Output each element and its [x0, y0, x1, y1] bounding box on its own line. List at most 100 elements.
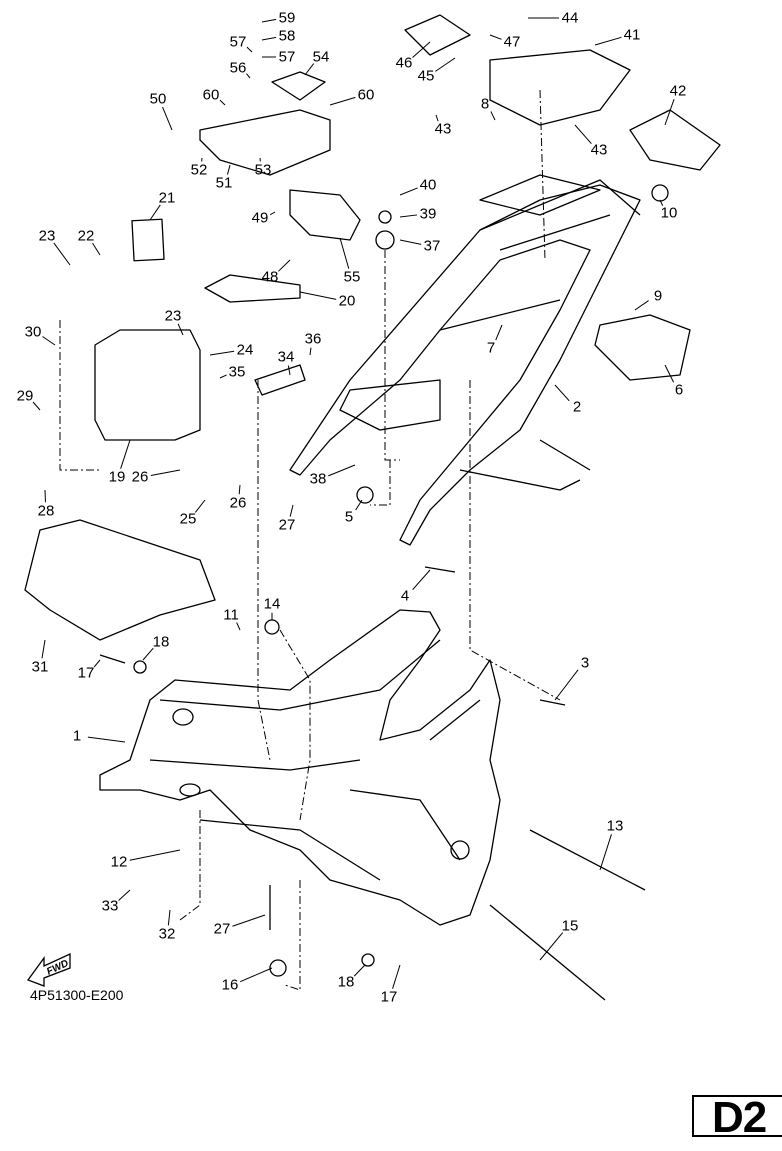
callout-38: 38 [309, 470, 327, 488]
leader-line-23 [53, 242, 71, 266]
leader-line-50 [162, 106, 173, 131]
callout-6: 6 [674, 381, 684, 399]
leader-line-39 [399, 214, 418, 218]
leader-line-19 [120, 439, 131, 469]
callout-7: 7 [486, 339, 496, 357]
leader-line-35 [219, 374, 227, 379]
rear-frame [289, 184, 641, 546]
leader-line-58 [261, 36, 277, 41]
drawing-code: 4P51300-E200 [30, 987, 124, 1003]
bolt-4 [424, 566, 456, 573]
callout-11: 11 [223, 606, 239, 624]
callout-18: 18 [337, 973, 355, 991]
callout-37: 37 [423, 237, 441, 255]
callout-28: 28 [37, 502, 55, 520]
fwd-arrow-icon: FWD [26, 952, 71, 987]
leader-line-47 [489, 34, 502, 40]
callout-23: 23 [38, 227, 56, 245]
callout-18: 18 [152, 633, 170, 651]
leader-line-4 [412, 569, 431, 590]
callout-53: 53 [254, 161, 272, 179]
leader-line-18 [142, 647, 154, 661]
callout-40: 40 [419, 176, 437, 194]
leader-line-56 [246, 73, 251, 79]
callout-52: 52 [190, 161, 208, 179]
callout-21: 21 [158, 189, 176, 207]
cover-31 [24, 519, 216, 641]
bracket-53 [199, 109, 331, 176]
tray-41 [489, 49, 631, 126]
seat-rail-cover-42 [629, 109, 721, 171]
callout-4: 4 [400, 587, 410, 605]
callout-29: 29 [16, 387, 34, 405]
callout-17: 17 [380, 988, 398, 1006]
leader-line-7 [495, 324, 503, 341]
callout-8: 8 [480, 95, 490, 113]
callout-3: 3 [580, 654, 590, 672]
callout-60: 60 [202, 86, 220, 104]
callout-9: 9 [653, 287, 663, 305]
callout-46: 46 [395, 54, 413, 72]
leader-line-27 [232, 914, 266, 927]
leader-line-10 [659, 199, 664, 206]
leader-line-32 [167, 909, 171, 926]
leader-line-18 [353, 964, 366, 977]
callout-54: 54 [312, 48, 330, 66]
bolt-13 [529, 829, 646, 891]
pad-20 [204, 274, 301, 303]
callout-12: 12 [110, 853, 128, 871]
callout-1: 1 [72, 727, 82, 745]
pad-55 [289, 189, 361, 241]
callout-51: 51 [215, 174, 233, 192]
bolt-3 [539, 699, 566, 706]
callout-44: 44 [561, 9, 579, 27]
callout-34: 34 [277, 348, 295, 366]
page-label: D2 [712, 1093, 767, 1142]
callout-55: 55 [343, 268, 361, 286]
leader-line-49 [269, 211, 276, 216]
leader-line-57 [246, 46, 253, 53]
leader-line-22 [92, 242, 101, 256]
leader-line-45 [435, 57, 456, 72]
callout-19: 19 [108, 468, 126, 486]
leader-line-33 [118, 889, 131, 901]
callout-5: 5 [344, 508, 354, 526]
callout-39: 39 [419, 205, 437, 223]
callout-20: 20 [338, 292, 356, 310]
page-label-box: D2 [692, 1093, 782, 1142]
leader-line-13 [599, 834, 612, 871]
leader-line-17 [392, 964, 401, 989]
strap-34 [254, 364, 306, 396]
leader-line-29 [32, 401, 41, 411]
leader-line-15 [539, 932, 564, 961]
leader-line-12 [129, 849, 181, 861]
callout-41: 41 [623, 26, 641, 44]
leader-line-11 [236, 622, 241, 631]
leader-line-31 [41, 639, 46, 659]
leader-line-21 [149, 204, 161, 221]
leader-line-51 [226, 164, 231, 175]
leader-line-26 [238, 484, 241, 495]
callout-30: 30 [24, 323, 42, 341]
callout-48: 48 [261, 268, 279, 286]
callout-45: 45 [417, 67, 435, 85]
leader-line-25 [194, 499, 206, 513]
leader-line-20 [299, 291, 337, 300]
leader-line-38 [328, 464, 356, 477]
leader-line-48 [278, 259, 291, 272]
leader-line-37 [399, 239, 422, 245]
leader-line-43 [574, 124, 592, 144]
callout-22: 22 [77, 227, 95, 245]
leader-line-60 [219, 99, 226, 106]
callout-14: 14 [263, 595, 281, 613]
callout-59: 59 [278, 9, 296, 27]
callout-49: 49 [251, 209, 269, 227]
callout-26: 26 [229, 494, 247, 512]
callout-57: 57 [278, 48, 296, 66]
callout-13: 13 [606, 817, 624, 835]
callout-15: 15 [561, 917, 579, 935]
leader-line-43 [435, 114, 439, 122]
callout-35: 35 [228, 363, 246, 381]
leader-line-54 [304, 63, 315, 76]
